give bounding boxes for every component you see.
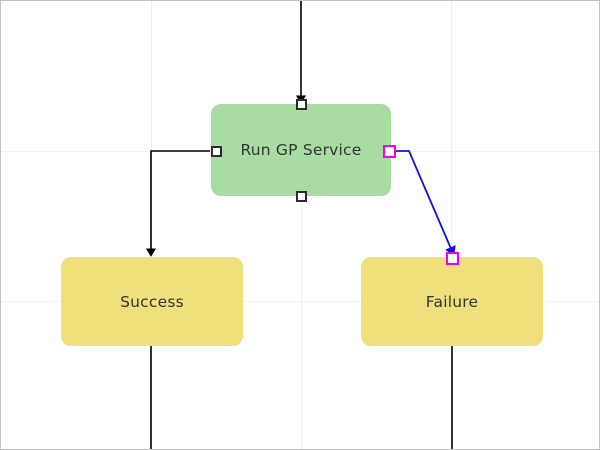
edge-run-gp-service-to-success[interactable] — [145, 150, 210, 257]
node-label-run-gp-service: Run GP Service — [240, 141, 362, 159]
edge-run-gp-service-to-failure[interactable] — [393, 150, 456, 256]
node-failure[interactable]: Failure — [361, 257, 543, 346]
node-success[interactable]: Success — [61, 257, 243, 346]
port-run-gp-service-bottom[interactable] — [295, 190, 307, 202]
node-label-failure: Failure — [425, 292, 479, 311]
port-run-gp-service-top[interactable] — [295, 98, 307, 110]
port-run-gp-service-left[interactable] — [210, 145, 222, 157]
node-run-gp-service[interactable]: Run GP Service — [211, 104, 391, 196]
node-label-success: Success — [120, 292, 184, 311]
port-failure-top[interactable] — [445, 252, 459, 265]
port-run-gp-service-right[interactable] — [383, 145, 396, 158]
